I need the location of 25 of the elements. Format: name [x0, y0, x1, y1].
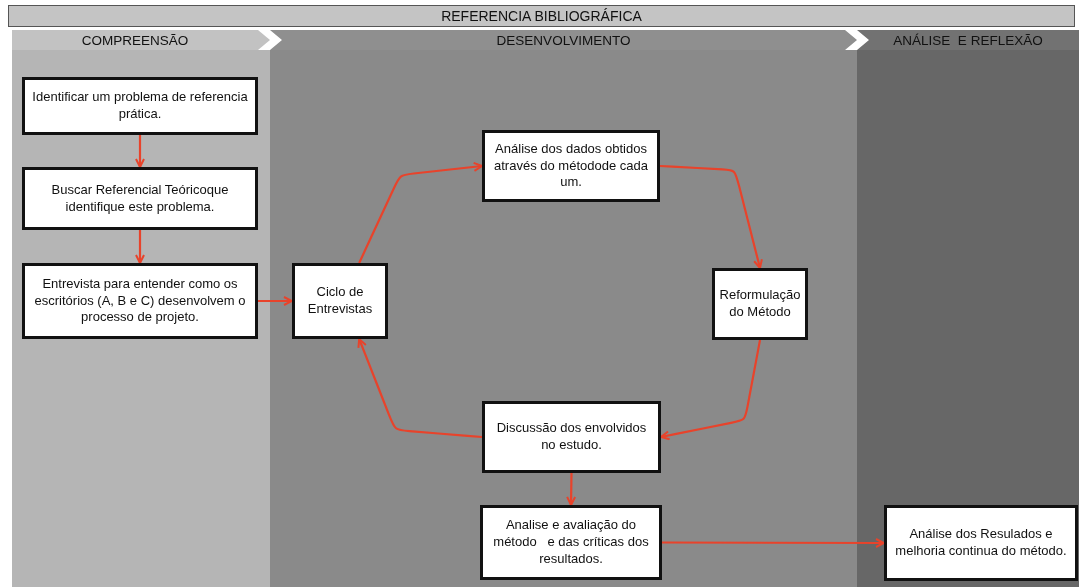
process-box: Identificar um problema de referencia prática. [22, 77, 258, 135]
process-box: Discussão dos envolvidos no estudo. [482, 401, 661, 473]
arrow [135, 135, 145, 168]
column-heading: COMPREENSÃO [12, 30, 270, 50]
arrow [135, 230, 145, 264]
column-panel [12, 30, 270, 587]
process-box: Análise dos Resulados e melhoria continua do método. [884, 505, 1078, 581]
arrow [660, 339, 762, 441]
process-box: Buscar Referencial Teóricoque identifique este problema. [22, 167, 258, 230]
arrow [258, 296, 293, 306]
column-panel [857, 30, 1079, 587]
process-box: Ciclo de Entrevistas [292, 263, 388, 339]
process-box: Reformulação do Método [712, 268, 808, 340]
column-heading: ANÁLISE E REFLEXÃO [857, 30, 1079, 50]
arrow [358, 161, 483, 264]
process-box: Entrevista para entender como os escritórios (A, B e C) desenvolvem o processo de projeto. [22, 263, 258, 339]
process-box: Analise e avaliação do método e das críticas dos resultados. [480, 505, 662, 580]
header-band: REFERENCIA BIBLIOGRÁFICA [8, 5, 1075, 27]
arrow [357, 338, 483, 439]
arrow [566, 473, 577, 506]
arrow [659, 164, 763, 269]
arrow [662, 538, 885, 548]
process-box: Análise dos dados obtidos através do métodode cada um. [482, 130, 660, 202]
column-heading: DESENVOLVIMENTO [270, 30, 857, 50]
column-panel [270, 30, 857, 587]
